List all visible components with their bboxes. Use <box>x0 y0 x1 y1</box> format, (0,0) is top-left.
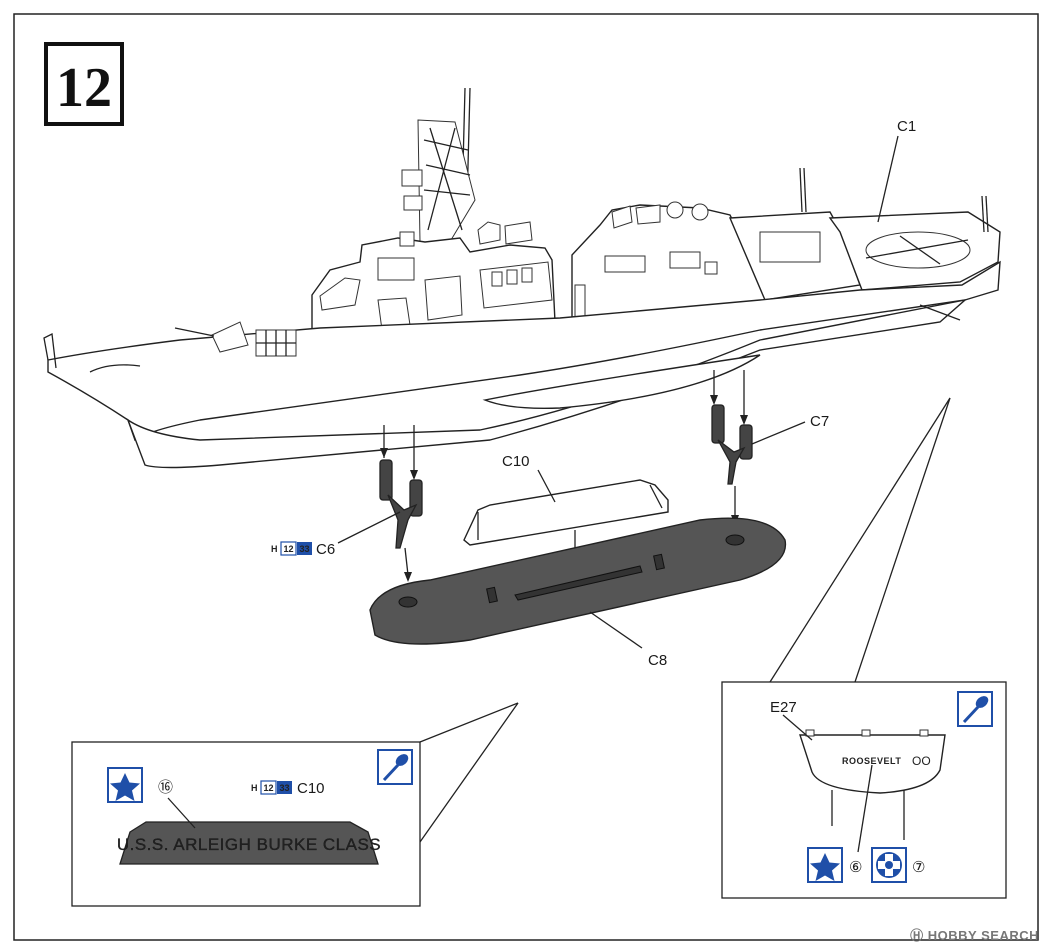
watermark-text: HOBBY SEARCH <box>927 928 1039 943</box>
forward-gun <box>211 321 249 353</box>
c6-paint-callout: H 12 33 C6 <box>271 541 335 558</box>
mast <box>401 87 476 246</box>
label-c8: C8 <box>648 652 667 669</box>
paint-h-prefix: H <box>271 544 278 554</box>
watermark: Ⓗ HOBBY SEARCH <box>910 925 1039 944</box>
stern-ship-name: ROOSEVELT <box>842 756 901 766</box>
part-c7 <box>710 370 753 525</box>
inset-paint-code-33: 33 <box>279 783 289 793</box>
main-hull <box>47 260 1001 442</box>
paint-brush-icon <box>957 691 993 727</box>
decal-number-6: ⑥ <box>849 859 862 876</box>
decal-star-icon <box>107 767 143 803</box>
watermark-logo-icon: Ⓗ <box>910 928 924 943</box>
stern-part-e27 <box>799 734 946 794</box>
label-c6: C6 <box>316 541 335 558</box>
page-frame <box>13 13 1039 941</box>
ship-drawing <box>43 87 1001 469</box>
label-c7: C7 <box>810 413 829 430</box>
label-c1: C1 <box>897 118 916 135</box>
paint-code-33: 33 <box>299 544 309 554</box>
stern-hull-number: OO <box>912 754 931 768</box>
inset-stern-panel: E27 ROOSEVELT OO ⑥ ⑦ <box>721 397 1007 899</box>
inset-paint-code-12: 12 <box>263 783 273 793</box>
step-number-box: 12 <box>44 42 124 126</box>
nameplate-text: U.S.S. ARLEIGH BURKE CLASS <box>117 835 381 854</box>
decal-number-16: ⑯ <box>158 779 173 796</box>
part-c8-base <box>369 517 787 645</box>
inset-nameplate-panel: ⑯ H 12 33 C10 U.S.S. ARLEIGH BURKE CLASS <box>71 702 519 907</box>
part-c6 <box>379 425 423 582</box>
step-number: 12 <box>56 57 112 119</box>
decal-star-icon <box>807 847 843 883</box>
paint-brush-icon <box>377 749 413 785</box>
cross-decal-icon <box>871 847 907 883</box>
decal-number-7: ⑦ <box>912 859 925 876</box>
label-c10-inset: C10 <box>297 780 325 797</box>
leader-lines <box>337 135 899 649</box>
inset-nameplate <box>119 821 379 865</box>
label-e27: E27 <box>770 699 797 716</box>
paint-code-12: 12 <box>283 544 293 554</box>
lower-hull <box>126 298 968 469</box>
sonar-keel <box>482 354 761 409</box>
inset-paint-h-prefix: H <box>251 783 258 793</box>
label-c10: C10 <box>502 453 530 470</box>
